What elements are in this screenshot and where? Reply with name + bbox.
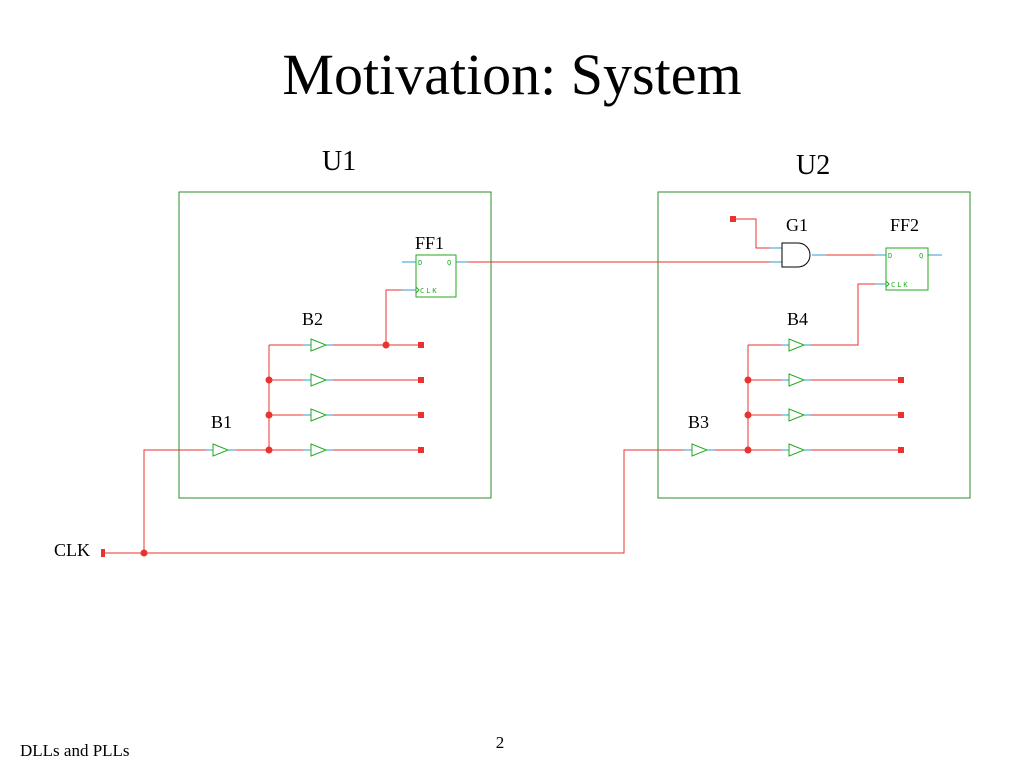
b4-label: B4 xyxy=(787,309,808,329)
wire-terminals xyxy=(101,216,904,557)
ff1-q-pin: Q xyxy=(447,259,451,267)
footer-text: DLLs and PLLs xyxy=(20,741,130,760)
b1-label: B1 xyxy=(211,412,232,432)
ff1-clk-pin: CLK xyxy=(420,287,439,295)
ff2-label: FF2 xyxy=(890,215,919,235)
flipflop-ff2: D Q CLK xyxy=(885,247,929,291)
block-u2-label: U2 xyxy=(796,150,830,181)
u1-wires xyxy=(104,261,782,554)
b3-label: B3 xyxy=(688,412,709,432)
block-u1 xyxy=(178,191,492,499)
buffer-u1-row2 xyxy=(310,373,328,387)
buffer-b1 xyxy=(212,443,230,457)
page-number: 2 xyxy=(495,733,505,752)
g1-label: G1 xyxy=(786,215,808,235)
ff2-q-pin: Q xyxy=(919,252,923,260)
block-u2 xyxy=(657,191,971,499)
u2-wires xyxy=(708,218,900,451)
ff2-d-pin: D xyxy=(888,252,892,260)
b2-label: B2 xyxy=(302,309,323,329)
flipflop-ff1: D Q CLK xyxy=(415,254,457,298)
buffer-u2-row4 xyxy=(788,443,806,457)
buffer-u2-row2 xyxy=(788,373,806,387)
buffer-u1-row4 xyxy=(310,443,328,457)
ff2-clk-pin: CLK xyxy=(891,281,910,289)
buffers xyxy=(212,338,806,457)
buffer-b4 xyxy=(788,338,806,352)
and-gate-g1 xyxy=(781,242,811,268)
buffer-u1-row3 xyxy=(310,408,328,422)
block-u1-label: U1 xyxy=(322,146,356,177)
wire-junctions xyxy=(140,341,752,557)
ff1-label: FF1 xyxy=(415,233,444,253)
ff1-d-pin: D xyxy=(418,259,422,267)
buffer-u2-row3 xyxy=(788,408,806,422)
buffer-b3 xyxy=(691,443,709,457)
slide-title: Motivation: System xyxy=(282,42,742,107)
buffer-b2 xyxy=(310,338,328,352)
clk-input-label: CLK xyxy=(54,540,90,560)
